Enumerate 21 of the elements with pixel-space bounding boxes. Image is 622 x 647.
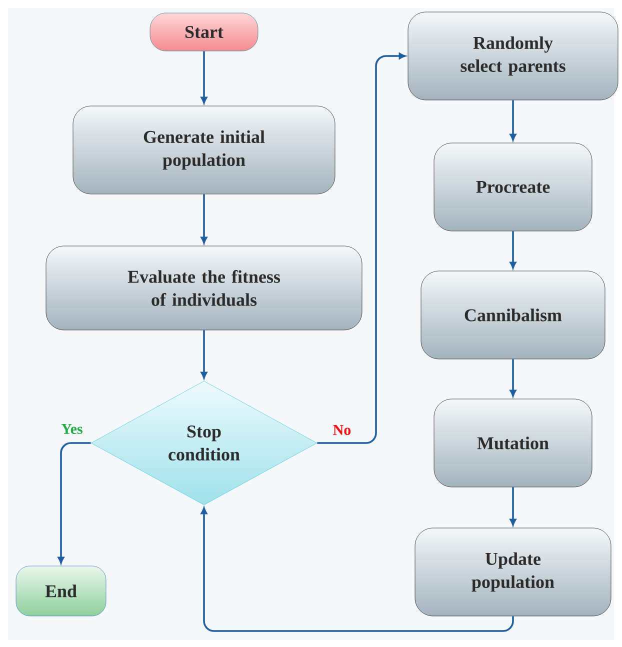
arrow [510,359,516,397]
arrow [510,487,516,526]
arrow [200,507,514,632]
start-terminal: Start [150,12,258,52]
process-box: Mutation [434,398,592,488]
arrow [510,100,516,141]
arrow [200,194,208,244]
process-box: Procreate [434,142,592,232]
arrow [200,51,208,104]
process-box: Cannibalism [420,270,606,360]
edge-label: Yes [60,423,84,435]
process-box: Randomly select parents [408,12,618,100]
process-box: Evaluate the fitness of individuals [46,246,362,330]
arrow [200,330,208,379]
arrow [510,231,516,269]
arrow [317,52,406,444]
end-terminal: End [16,566,106,616]
arrow [58,442,91,564]
process-box: Generate initial population [72,106,336,194]
edge-label: No [332,424,352,436]
process-box: Update population [414,528,612,616]
